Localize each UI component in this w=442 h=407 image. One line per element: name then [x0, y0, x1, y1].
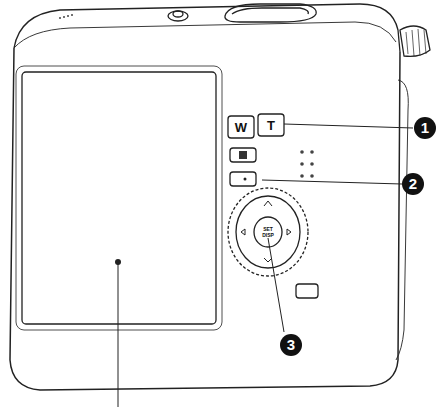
- callout-number: 1: [414, 117, 436, 139]
- callout-number: 3: [280, 334, 302, 356]
- button-label: DISP: [262, 233, 274, 238]
- button-label: SET: [263, 227, 273, 232]
- callout-number: 2: [402, 173, 424, 195]
- button-label: T: [267, 119, 275, 132]
- button-label: W: [235, 121, 247, 134]
